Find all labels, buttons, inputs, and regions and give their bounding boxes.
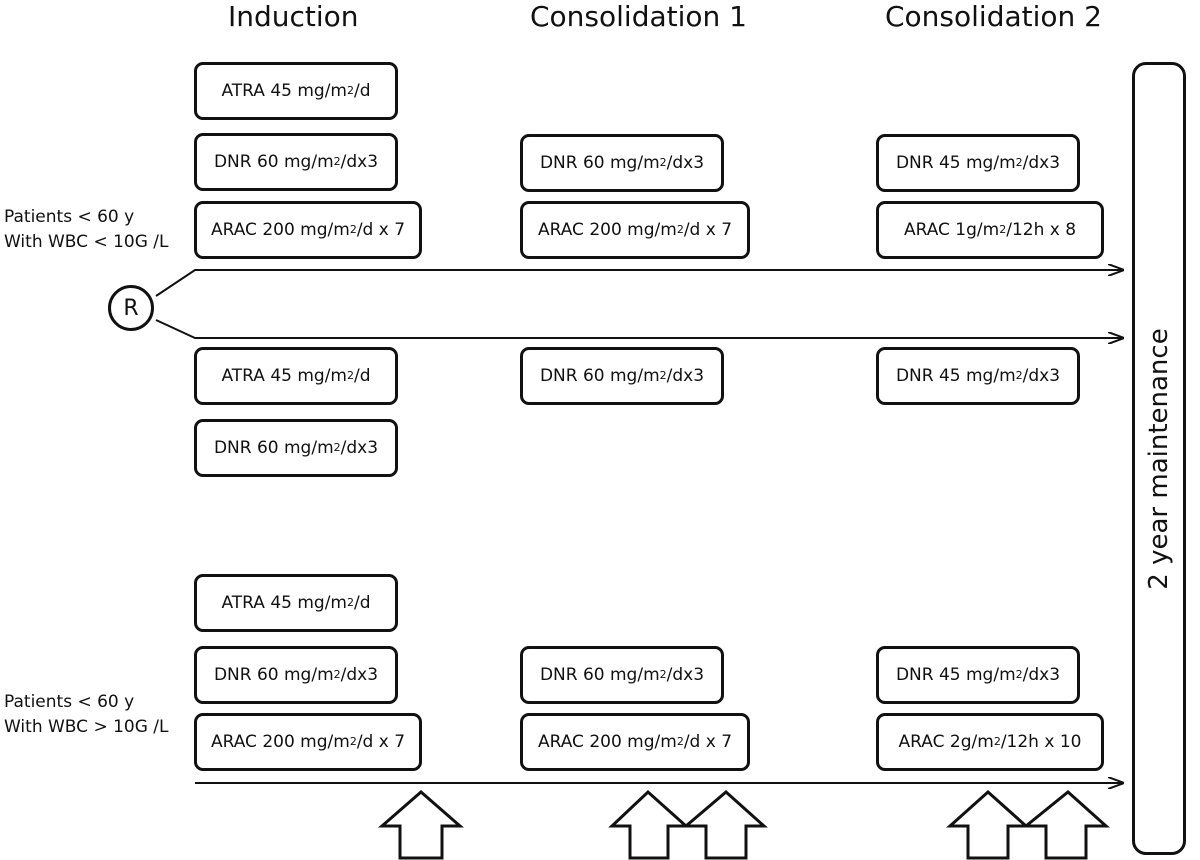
phase-heading-consolidation-1: Consolidation 1 bbox=[530, 0, 747, 33]
branch-lower bbox=[155, 319, 1122, 338]
up-arrow-consolidation1-b bbox=[681, 790, 768, 860]
group2-label-line1: Patients < 60 y bbox=[4, 692, 135, 712]
up-arrow-consolidation1-a bbox=[608, 789, 690, 860]
randomization-node: R bbox=[108, 285, 154, 331]
maintenance-box: 2 year maintenance bbox=[1132, 62, 1186, 855]
branch-upper bbox=[155, 270, 1122, 297]
group1-label-line2: With WBC < 10G /L bbox=[4, 232, 169, 252]
phase-heading-induction: Induction bbox=[228, 0, 359, 33]
up-arrow-consolidation2-b bbox=[1021, 790, 1110, 860]
group1-label-line1: Patients < 60 y bbox=[4, 207, 135, 227]
up-arrow-induction bbox=[377, 790, 465, 860]
group2-label: Patients < 60 y With WBC > 10G /L bbox=[4, 690, 169, 740]
maintenance-label: 2 year maintenance bbox=[1144, 327, 1174, 590]
phase-heading-consolidation-2: Consolidation 2 bbox=[885, 0, 1102, 33]
group2-label-line2: With WBC > 10G /L bbox=[4, 717, 169, 737]
group1-label: Patients < 60 y With WBC < 10G /L bbox=[4, 205, 169, 255]
up-arrow-consolidation2-a bbox=[946, 789, 1030, 860]
